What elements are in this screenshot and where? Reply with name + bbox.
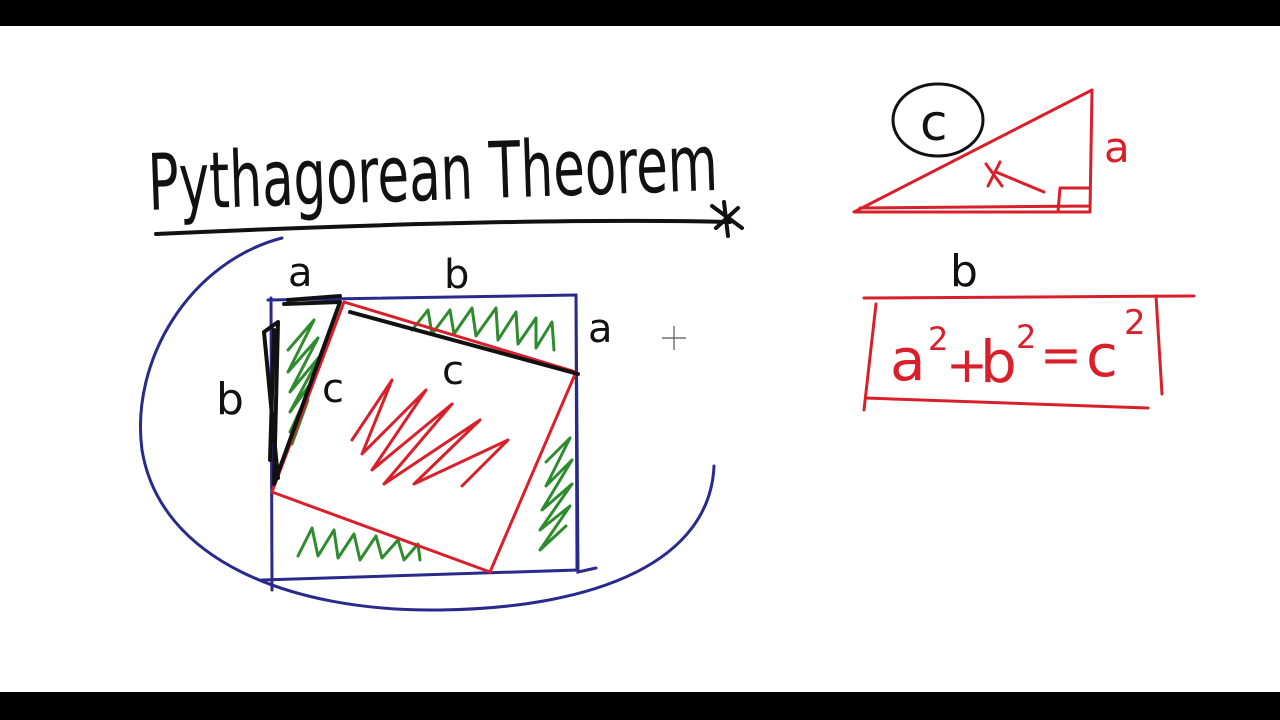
label-top-a: a — [288, 250, 313, 296]
hatch-top-right — [410, 306, 556, 352]
formula-exp-c: 2 — [1124, 303, 1146, 343]
label-inner-c: c — [442, 348, 464, 394]
crosshair-cursor-icon — [662, 326, 686, 350]
hatch-bottom — [296, 526, 422, 562]
right-angle-marker — [1056, 186, 1090, 213]
angle-mark-icon — [984, 160, 1046, 194]
inner-square-hatch — [350, 378, 510, 488]
page-title: Pythagorean Theorem — [146, 119, 719, 229]
formula-b: b — [980, 328, 1017, 396]
formula-exp-b: 2 — [1016, 318, 1036, 356]
triangle-outline-left — [262, 300, 342, 486]
label-horizontal-b: b — [950, 246, 978, 297]
label-triangle-c: c — [322, 366, 344, 412]
triangle-outline-top — [286, 294, 580, 376]
label-hypotenuse-c: c — [920, 94, 948, 152]
formula-equals: = — [1040, 326, 1082, 384]
formula-c: c — [1086, 322, 1118, 390]
formula-box — [862, 294, 1196, 412]
label-vertical-a: a — [1104, 123, 1130, 172]
formula-a: a — [890, 326, 926, 394]
hatch-right — [538, 436, 574, 552]
label-top-b: b — [444, 252, 469, 298]
underline-flourish-icon — [710, 200, 744, 238]
title-underline — [154, 218, 732, 236]
whiteboard — [0, 26, 1280, 692]
formula-exp-a: 2 — [928, 320, 948, 358]
label-right-a: a — [588, 306, 613, 352]
right-triangle — [852, 88, 1094, 214]
hypotenuse-circle — [891, 82, 985, 158]
formula: a 2 + b 2 = c 2 — [890, 303, 1146, 396]
label-left-b: b — [216, 374, 244, 425]
enclosing-curve — [139, 236, 716, 612]
formula-plus: + — [946, 336, 988, 394]
